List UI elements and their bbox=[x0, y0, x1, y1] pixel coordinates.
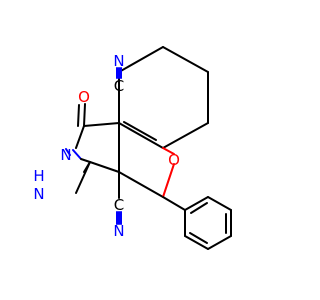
amino-hydrogen-label: H bbox=[33, 167, 44, 185]
bond bbox=[65, 148, 71, 156]
bond bbox=[184, 196, 209, 211]
bond bbox=[162, 196, 186, 211]
bond bbox=[162, 147, 175, 155]
atom-label-layer: C N O N H N C N O bbox=[33, 52, 180, 240]
bond bbox=[189, 232, 208, 244]
bond bbox=[80, 158, 91, 163]
imine-nitrogen-label: N bbox=[60, 146, 71, 164]
bond bbox=[118, 171, 164, 198]
bond bbox=[75, 125, 85, 149]
carbonyl-oxygen-label: O bbox=[78, 88, 90, 106]
bond bbox=[162, 163, 175, 198]
nitrile-nitrogen-label: N bbox=[113, 222, 124, 240]
bond bbox=[162, 46, 209, 73]
nitrile-carbon-label: C bbox=[114, 196, 124, 214]
bond bbox=[207, 235, 232, 250]
bond bbox=[83, 103, 86, 127]
bond bbox=[89, 161, 120, 173]
nitrile-nitrogen-label: N bbox=[113, 52, 124, 70]
bond bbox=[207, 196, 232, 211]
ring-oxygen-label: O bbox=[168, 151, 180, 169]
bond bbox=[75, 161, 91, 194]
bond bbox=[72, 149, 82, 160]
bond-layer bbox=[65, 46, 232, 250]
bond bbox=[184, 235, 209, 250]
bond bbox=[162, 122, 209, 149]
bond bbox=[118, 122, 164, 149]
bond bbox=[118, 46, 164, 73]
bond bbox=[190, 202, 208, 214]
bond bbox=[123, 121, 157, 141]
amino-nitrogen-label: N bbox=[33, 185, 44, 203]
nitrile-carbon-label: C bbox=[114, 77, 124, 95]
bond bbox=[83, 122, 120, 127]
bond bbox=[77, 104, 80, 127]
molecule-structure: C N O N H N C N O bbox=[33, 46, 232, 250]
